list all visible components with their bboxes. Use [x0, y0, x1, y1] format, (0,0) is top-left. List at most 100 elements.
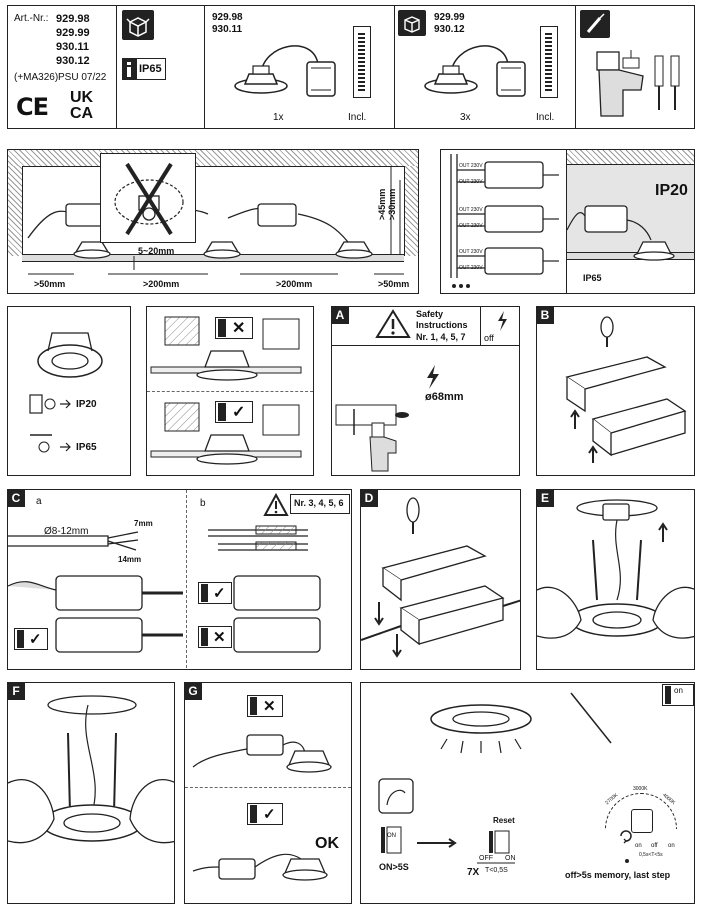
step-f-tag: F [8, 683, 25, 700]
cycle-time: 0,5s<T<5s [639, 852, 663, 858]
kit1-number-1: 929.98 [212, 12, 243, 23]
correct-mark-icon-c: ✓ [14, 628, 48, 650]
dim-gap: 5~20mm [138, 246, 175, 256]
cycle-switch-icon [631, 809, 653, 833]
out-label-2: OUT 230V [459, 179, 483, 185]
package-icon-2 [398, 10, 426, 36]
wrong-mark-icon-g: ✕ [247, 695, 283, 717]
kit2-incl: Incl. [536, 112, 555, 123]
art-number-4: 930.12 [56, 55, 90, 67]
ce-mark: CE [16, 93, 49, 121]
out-label-5: OUT 230V [459, 249, 483, 255]
ip-rating-box: IP65 [136, 58, 166, 80]
cycle-on-1: on [635, 843, 642, 849]
step-b-tag: B [537, 307, 554, 324]
strip-length-1: 7mm [134, 519, 153, 528]
cycle-arrows-icon [619, 829, 633, 844]
step-a-panel: A Safety Instructions Nr. 1, 4, 5, 7 off… [331, 306, 520, 476]
on-hold-label: ON>5S [379, 862, 409, 872]
sub-step-a: a [36, 496, 42, 507]
kit2-illustration [413, 34, 533, 104]
driver-placement-illustration [192, 734, 332, 881]
junction-box-open-illustration [565, 316, 687, 463]
art-number-1: 929.98 [56, 13, 90, 25]
out-label-6: OUT 230V [459, 265, 483, 271]
art-number-2: 929.99 [56, 27, 90, 39]
kit2-number-1: 929.99 [434, 12, 465, 23]
cycle-off: off [651, 843, 658, 849]
dim-spacing-mid1: >200mm [143, 279, 180, 289]
insert-luminaire-illustration [537, 499, 694, 639]
junction-box-close-illustration [361, 497, 520, 658]
step-a-tag: A [332, 307, 349, 324]
kit2-driver-plate [540, 26, 558, 98]
installation-diagram [27, 166, 404, 275]
warning-triangle-icon-c [263, 492, 289, 516]
header-panel: Art.-Nr.: 929.98 929.99 930.11 930.12 (+… [7, 5, 695, 129]
ukca-mark-top: UK [70, 89, 94, 106]
cable-preparation-illustration [8, 525, 321, 653]
on-label: on [674, 686, 683, 695]
out-label-4: OUT 230V [459, 223, 483, 229]
kit2-qty: 3x [460, 112, 471, 123]
cycle-on-2: on [668, 843, 675, 849]
off-label: off [484, 333, 494, 343]
step-c-panel: C a b Ø8-12mm 7mm 14mm ✓ Nr. 3, 4, 5, 6 … [7, 489, 352, 670]
kit2-number-2: 930.12 [434, 24, 465, 35]
dim-depth-2: >30mm [387, 188, 397, 220]
electric-hazard-icon [424, 365, 442, 389]
reset-count: 7X [467, 867, 480, 878]
tools-icon [580, 10, 610, 38]
dim-spacing-end: >50mm [34, 279, 66, 289]
safety-sub: Instructions [416, 320, 468, 330]
no-insulation-warning [100, 153, 196, 243]
dim-spacing-end2: >50mm [378, 279, 410, 289]
correct-mark-icon: ✓ [215, 401, 253, 423]
correct-mark-icon-c2: ✓ [198, 582, 232, 604]
drill-icon [593, 46, 693, 126]
dim-spacing-mid2: >200mm [276, 279, 313, 289]
memory-note: off>5s memory, last step [565, 870, 671, 880]
drill-hole-illustration [335, 404, 416, 473]
cable-diameter: Ø8-12mm [44, 526, 89, 537]
step-e-tag: E [537, 490, 554, 507]
installation-overview-panel: >50mm >200mm >200mm >50mm 5~20mm >45mm >… [7, 149, 419, 294]
package-icon [122, 10, 154, 40]
correct-mark-icon-g: ✓ [247, 803, 283, 825]
safety-refs: Nr. 1, 4, 5, 7 [416, 332, 466, 342]
step-d-tag: D [361, 490, 378, 507]
ip-protection-panel: IP20 IP65 [7, 306, 131, 476]
mounting-check-panel: ✕ ✓ [146, 306, 314, 476]
ok-label: OK [315, 835, 339, 852]
step-c-tag: C [8, 490, 25, 507]
luminaire-on-illustration [378, 692, 629, 864]
out-label-1: OUT 230V [459, 163, 483, 169]
reset-title: Reset [493, 816, 515, 825]
kit1-incl: Incl. [348, 112, 367, 123]
kit1-illustration [223, 34, 343, 104]
reset-on: ON [505, 855, 516, 862]
ip20-zone [566, 150, 694, 254]
ip-row-1: IP20 [76, 399, 97, 410]
psu-date: PSU 07/22 [58, 72, 107, 83]
mode-2: 3000K [633, 786, 648, 792]
art-number-3: 930.11 [56, 41, 90, 53]
operation-panel: on ON ON>5S Reset 7X OFF ON T<0,5S 2700K… [360, 682, 695, 904]
reset-time: T<0,5S [485, 867, 508, 874]
wiring-chain-panel: OUT 230V OUT 230V OUT 230V OUT 230V OUT … [440, 149, 695, 294]
kit1-driver-plate [353, 26, 371, 98]
press-luminaire-illustration [8, 695, 174, 844]
step-f-panel: F [7, 682, 175, 904]
safety-title: Safety [416, 309, 444, 319]
ip-row-2: IP65 [76, 442, 97, 453]
wrong-mark-icon-c: ✕ [198, 626, 232, 648]
wall-hatch-right [404, 166, 418, 256]
step-g-panel: G ✕ ✓ OK [184, 682, 352, 904]
step-b-panel: B [536, 306, 695, 476]
wiring-chain-diagram [450, 154, 559, 288]
step-e-panel: E [536, 489, 695, 670]
wrong-mark-icon: ✕ [215, 317, 253, 339]
hole-diameter: ø68mm [425, 391, 464, 403]
power-off-icon [496, 311, 508, 331]
reset-off: OFF [479, 855, 493, 862]
